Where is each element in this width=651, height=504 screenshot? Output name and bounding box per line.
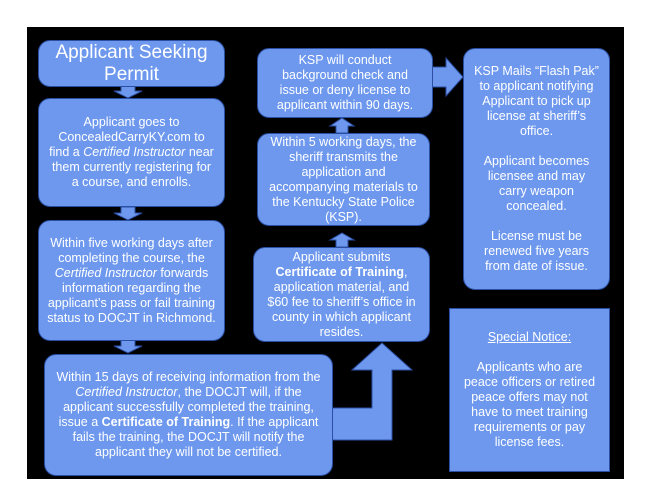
box-applicant-seeking-permit: Applicant Seeking Permit <box>38 40 225 87</box>
arrow-right <box>431 56 464 98</box>
box-applicant-goes-to: Applicant goes to ConcealedCarryKY.com t… <box>38 98 225 207</box>
submits-certificate-of-training: Certificate of Training <box>275 264 405 279</box>
goes-to-part1: Applicant goes to ConcealedCarryKY.com t… <box>49 115 205 159</box>
within-15-certified-instructor: Certified Instructor <box>75 385 178 399</box>
arrow-down-2 <box>113 206 143 221</box>
within-15-text: Within 15 days of receiving information … <box>55 370 322 460</box>
box-special-notice: Special Notice: Applicants who are peace… <box>449 308 610 472</box>
within-five-part2: forwards information regarding the appli… <box>47 265 216 325</box>
box-sheriff-transmits: Within 5 working days, the sheriff trans… <box>257 133 430 226</box>
box-within-15-days: Within 15 days of receiving information … <box>44 354 333 476</box>
arrow-down-3 <box>113 339 143 354</box>
ksp-mails-p3: License must be renewed five years from … <box>484 229 589 273</box>
submits-part2: , application material, and $60 fee to s… <box>267 264 416 339</box>
box-ksp-background-check: KSP will conduct background check and is… <box>257 48 433 118</box>
within-five-text: Within five working days after completin… <box>47 236 216 326</box>
goes-to-certified-instructor: Certified Instructor <box>83 145 186 159</box>
within-five-certified-instructor: Certified Instructor <box>54 265 157 280</box>
within-15-part2: , the DOCJT will, if the applicant succe… <box>58 385 314 429</box>
ksp-check-text: KSP will conduct background check and is… <box>276 53 414 112</box>
within-five-part1: Within five working days after completin… <box>50 235 213 265</box>
box-applicant-submits: Applicant submits Certificate of Trainin… <box>253 247 430 342</box>
goes-to-part2: near them currently registering for a co… <box>51 145 214 189</box>
arrow-elbow-up <box>325 342 414 441</box>
applicant-seeking-line1: Applicant Seeking <box>55 41 208 63</box>
within-15-certificate-of-training: Certificate of Training <box>101 415 231 429</box>
box-ksp-mails-flash-pak: KSP Mails “Flash Pak” to applicant notif… <box>463 48 610 290</box>
within-15-part3: . If the applicant fails the training, t… <box>72 415 319 459</box>
arrow-up-2 <box>328 117 356 134</box>
special-notice-body: Applicants who are peace officers or ret… <box>463 360 596 449</box>
submits-text: Applicant submits Certificate of Trainin… <box>262 250 421 340</box>
box-within-five-days: Within five working days after completin… <box>38 220 225 341</box>
goes-to-text: Applicant goes to ConcealedCarryKY.com t… <box>49 115 214 190</box>
ksp-mails-p2: Applicant becomes licensee and may carry… <box>483 154 590 213</box>
special-notice-heading: Special Notice: <box>487 330 572 344</box>
sheriff-text: Within 5 working days, the sheriff trans… <box>269 134 418 224</box>
applicant-seeking-line2: Permit <box>104 63 159 85</box>
arrow-up-1 <box>328 232 356 248</box>
arrow-down-1 <box>113 85 143 99</box>
ksp-mails-p1: KSP Mails “Flash Pak” to applicant notif… <box>474 64 599 138</box>
submits-part1: Applicant submits <box>292 249 391 264</box>
within-15-part1: Within 15 days of receiving information … <box>56 370 321 384</box>
